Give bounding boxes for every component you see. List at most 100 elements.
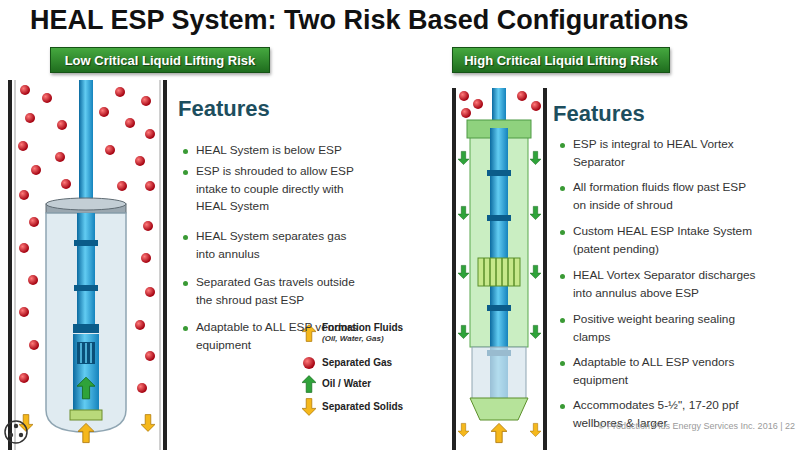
gas-bubble bbox=[19, 190, 29, 200]
gas-bubble bbox=[141, 96, 151, 106]
gas-bubble bbox=[141, 253, 151, 263]
oil-water-arrow bbox=[458, 265, 469, 278]
casing-wall bbox=[543, 88, 547, 450]
bullet-dot bbox=[183, 170, 188, 175]
production-tubing bbox=[79, 80, 93, 208]
copyright-footer: © Production Plus Energy Services Inc. 2… bbox=[545, 420, 795, 432]
legend-text: Oil / Water bbox=[322, 378, 371, 390]
esp-collar bbox=[487, 305, 511, 311]
legend-solids-arrow bbox=[302, 399, 316, 416]
heal-system bbox=[73, 334, 99, 410]
feature-bullet: Custom HEAL ESP Intake System (patent pe… bbox=[573, 223, 759, 258]
solids-arrow bbox=[458, 423, 469, 436]
casing-liner bbox=[160, 80, 161, 450]
features-heading: Features bbox=[553, 101, 753, 127]
bullet-dot bbox=[183, 149, 188, 154]
gas-bubble bbox=[31, 165, 41, 175]
company-logo bbox=[5, 421, 27, 443]
bullet-dot bbox=[560, 143, 565, 148]
esp-shroud bbox=[46, 213, 126, 432]
feature-bullet: All formation fluids flow past ESP on in… bbox=[573, 179, 759, 214]
esp-intake bbox=[73, 324, 99, 333]
gas-bubble bbox=[531, 101, 541, 111]
gas-bubble bbox=[29, 217, 39, 227]
gas-bubble bbox=[143, 221, 153, 231]
gas-bubble bbox=[42, 93, 52, 103]
bullet-dot bbox=[560, 361, 565, 366]
casing-wall bbox=[163, 80, 167, 450]
esp-collar bbox=[74, 285, 98, 291]
gas-bubble bbox=[99, 107, 109, 117]
gas-bubble bbox=[28, 275, 38, 285]
bullet-dot bbox=[560, 274, 565, 279]
oil-water-arrow bbox=[458, 325, 469, 338]
gas-bubble bbox=[145, 351, 155, 361]
heal-slot bbox=[80, 343, 82, 363]
vortex-vane bbox=[483, 258, 485, 286]
feature-bullet: HEAL System is below ESP bbox=[196, 142, 363, 160]
esp-collar bbox=[487, 170, 511, 176]
risk-banner: Low Critical Liquid Lifting Risk bbox=[50, 47, 270, 73]
features-heading: Features bbox=[178, 96, 378, 122]
heal-slot bbox=[85, 343, 87, 363]
slide-title: HEAL ESP System: Two Risk Based Configur… bbox=[30, 3, 689, 37]
esp-collar bbox=[487, 215, 511, 221]
gas-bubble bbox=[145, 181, 155, 191]
gas-bubble bbox=[517, 91, 527, 101]
gas-bubble bbox=[19, 307, 29, 317]
bullet-dot bbox=[183, 235, 188, 240]
vortex-separator bbox=[478, 258, 520, 286]
gas-bubble bbox=[135, 320, 145, 330]
gas-bubble bbox=[115, 87, 125, 97]
formation-fluid-arrow bbox=[78, 423, 94, 442]
feature-bullet: ESP is integral to HEAL Vortex Separator bbox=[573, 136, 759, 171]
gas-bubble bbox=[135, 156, 145, 166]
gas-bubble bbox=[20, 85, 30, 95]
feature-bullet: Separated Gas travels outside the shroud… bbox=[196, 274, 363, 309]
gas-bubble bbox=[57, 120, 67, 130]
feature-bullet: HEAL Vortex Separator discharges into an… bbox=[573, 267, 759, 302]
gas-bubble bbox=[55, 152, 65, 162]
esp-pump bbox=[77, 213, 95, 328]
oil-water-arrow bbox=[458, 206, 469, 219]
vortex-vane bbox=[489, 258, 491, 286]
vortex-vane bbox=[513, 258, 515, 286]
gas-bubble bbox=[459, 91, 469, 101]
vortex-vane bbox=[507, 258, 509, 286]
gas-bubble bbox=[61, 179, 71, 189]
oil-water-arrow bbox=[530, 265, 541, 278]
gas-bubble bbox=[145, 287, 155, 297]
bullet-dot bbox=[560, 318, 565, 323]
logo-mark bbox=[9, 433, 13, 437]
legend-note: (Oil, Water, Gas) bbox=[322, 334, 432, 344]
risk-banner: High Critical Liquid Lifting Risk bbox=[452, 47, 670, 73]
bullet-dot bbox=[560, 186, 565, 191]
vortex-vane bbox=[495, 258, 497, 286]
gas-bubble bbox=[461, 108, 471, 118]
heal-slots bbox=[77, 342, 95, 364]
gas-bubble bbox=[105, 145, 115, 155]
casing-wall bbox=[452, 88, 456, 450]
feature-bullet: HEAL System separates gas into annulus bbox=[196, 228, 363, 263]
gas-bubble bbox=[25, 113, 35, 123]
lower-shroud bbox=[472, 347, 526, 399]
oil-water-arrow bbox=[458, 151, 469, 164]
logo-mark bbox=[19, 433, 23, 437]
casing-liner bbox=[15, 80, 16, 450]
gas-bubble bbox=[473, 99, 483, 109]
gas-bubble bbox=[137, 383, 147, 393]
intake-cone bbox=[470, 398, 528, 420]
bullet-dot bbox=[560, 230, 565, 235]
gas-bubble bbox=[125, 118, 135, 128]
esp-collar bbox=[74, 240, 98, 246]
bullet-dot bbox=[560, 404, 565, 409]
legend-text: Separated Solids bbox=[322, 401, 403, 413]
oil-water-arrow bbox=[530, 151, 541, 164]
gas-bubble bbox=[18, 141, 28, 151]
gas-bubble bbox=[29, 340, 39, 350]
gas-bubble bbox=[145, 129, 155, 139]
legend-text: Formation Fluids bbox=[322, 322, 403, 334]
legend-gas-circle bbox=[303, 357, 315, 369]
